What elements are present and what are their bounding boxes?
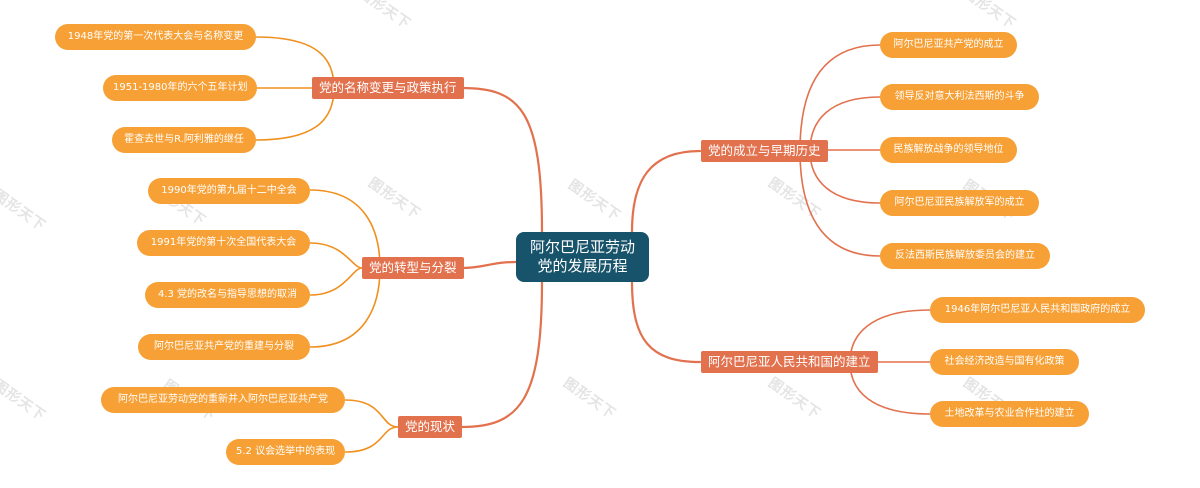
leaf-node[interactable]: 4.3 党的改名与指导思想的取消: [145, 282, 310, 308]
leaf-node[interactable]: 阿尔巴尼亚民族解放军的成立: [880, 190, 1039, 216]
leaf-node[interactable]: 反法西斯民族解放委员会的建立: [880, 243, 1050, 269]
leaf-node[interactable]: 社会经济改造与国有化政策: [930, 349, 1079, 375]
root-title-line-1: 阿尔巴尼亚劳动: [529, 238, 635, 256]
leaf-node[interactable]: 民族解放战争的领导地位: [880, 137, 1017, 163]
leaf-node[interactable]: 阿尔巴尼亚共产党的重建与分裂: [138, 334, 310, 360]
branch-name-change-policy[interactable]: 党的名称变更与政策执行: [312, 77, 464, 99]
root-node[interactable]: 阿尔巴尼亚劳动 党的发展历程: [516, 232, 649, 282]
leaf-node[interactable]: 1951-1980年的六个五年计划: [103, 75, 257, 101]
leaf-node[interactable]: 1946年阿尔巴尼亚人民共和国政府的成立: [930, 297, 1145, 323]
root-title-line-2: 党的发展历程: [537, 257, 628, 275]
leaf-node[interactable]: 阿尔巴尼亚共产党的成立: [880, 32, 1017, 58]
leaf-node[interactable]: 1948年党的第一次代表大会与名称变更: [55, 24, 256, 50]
branch-transformation-split[interactable]: 党的转型与分裂: [362, 257, 464, 279]
branch-current-status[interactable]: 党的现状: [398, 416, 463, 438]
leaf-node[interactable]: 阿尔巴尼亚劳动党的重新并入阿尔巴尼亚共产党: [101, 387, 345, 413]
leaf-node[interactable]: 1991年党的第十次全国代表大会: [137, 230, 310, 256]
leaf-node[interactable]: 1990年党的第九届十二中全会: [148, 178, 310, 204]
leaf-node[interactable]: 领导反对意大利法西斯的斗争: [880, 84, 1039, 110]
branch-peoples-republic-establishment[interactable]: 阿尔巴尼亚人民共和国的建立: [701, 351, 878, 373]
leaf-node[interactable]: 5.2 议会选举中的表现: [226, 439, 345, 465]
leaf-node[interactable]: 土地改革与农业合作社的建立: [930, 401, 1089, 427]
branch-founding-early-history[interactable]: 党的成立与早期历史: [701, 140, 828, 162]
leaf-node[interactable]: 霍查去世与R.阿利雅的继任: [112, 127, 256, 153]
